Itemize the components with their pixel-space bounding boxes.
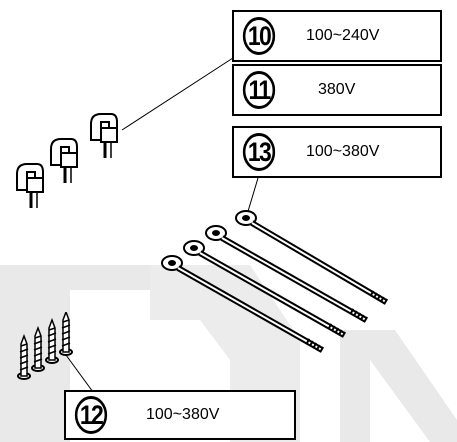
tie-3 bbox=[183, 240, 348, 339]
part-voltage-11: 380V bbox=[318, 81, 356, 98]
part-label-11: 11 380V bbox=[232, 64, 442, 116]
part-number-10: 10 bbox=[242, 17, 276, 55]
part-voltage-13: 100~380V bbox=[306, 143, 380, 160]
screw-3 bbox=[45, 317, 59, 364]
part-label-12: 12 100~380V bbox=[64, 390, 296, 440]
leader-line-10 bbox=[121, 55, 237, 131]
part-number-11: 11 bbox=[242, 71, 276, 109]
cable-tie-icon bbox=[161, 210, 390, 354]
part-number-13: 13 bbox=[242, 133, 276, 171]
part-label-13: 13 100~380V bbox=[232, 126, 442, 178]
cable-clamp-icon bbox=[16, 113, 118, 208]
part-number-12: 12 bbox=[74, 396, 108, 434]
part-label-10: 10 100~240V bbox=[232, 10, 442, 62]
tie-4 bbox=[161, 255, 326, 354]
clamp-3 bbox=[90, 113, 118, 158]
watermark-shape-left bbox=[0, 265, 150, 442]
screw-4 bbox=[59, 312, 73, 356]
screw-2 bbox=[31, 325, 45, 372]
screw-1 bbox=[17, 333, 31, 380]
watermark-shape-right bbox=[340, 330, 457, 442]
leader-line-12 bbox=[65, 354, 94, 393]
screw-icon bbox=[17, 312, 73, 380]
tie-1 bbox=[235, 210, 390, 306]
clamp-1 bbox=[16, 163, 44, 208]
part-voltage-10: 100~240V bbox=[306, 27, 380, 44]
part-voltage-12: 100~380V bbox=[146, 406, 220, 423]
clamp-2 bbox=[50, 138, 78, 183]
tie-2 bbox=[205, 225, 370, 324]
